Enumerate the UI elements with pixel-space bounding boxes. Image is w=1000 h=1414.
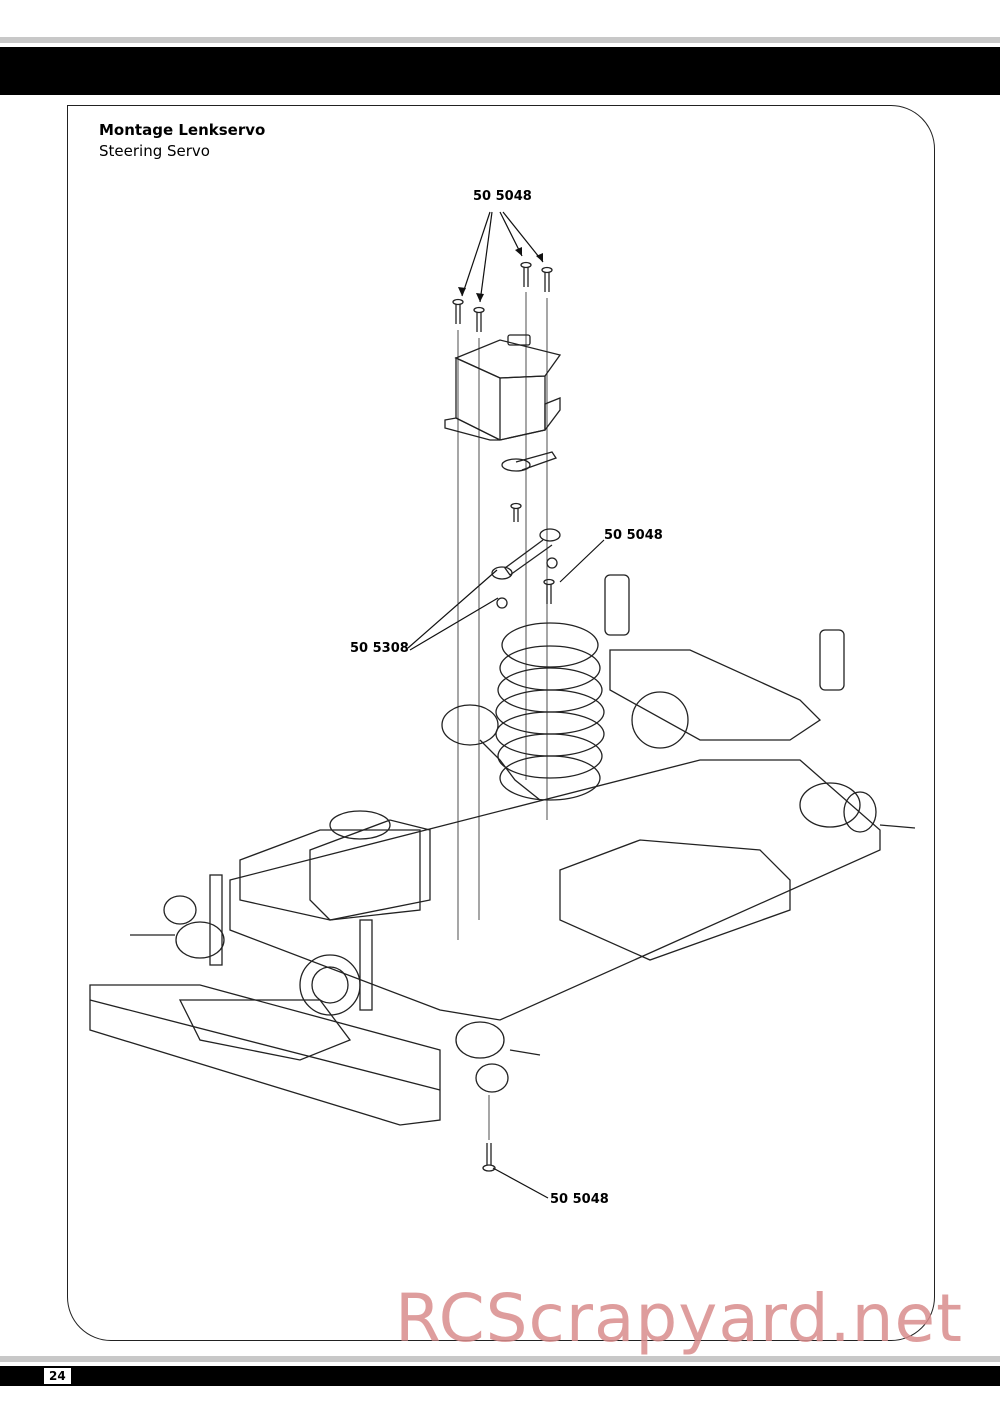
leader-arrowheads [458,247,543,302]
callout-screw-bottom: 50 5048 [550,1192,609,1207]
callout-balls: 50 5308 [350,641,409,656]
section-title-german: Montage Lenkservo [99,121,266,139]
screw-bottom [482,1095,496,1172]
header-black-bar [0,47,1000,95]
front-suspension [130,874,541,1093]
callout-screw-right: 50 5048 [604,528,663,543]
content-frame [67,105,935,1341]
radio-boxes [309,819,791,961]
watermark-text: RCScrapyard.net [395,1280,963,1357]
servo-horn [501,451,558,522]
footer-black-bar [0,1366,1000,1386]
assembly-guide-lines [457,292,548,940]
rear-suspension [604,574,916,833]
callout-leaders [407,211,605,1199]
section-title-english: Steering Servo [99,142,210,160]
fuel-tank [239,810,421,921]
screw-set-top [452,261,553,332]
header-gray-rule [0,37,1000,43]
chassis-plate [89,759,881,1126]
steering-servo [444,334,562,441]
footer-gray-rule [0,1356,1000,1362]
callout-screws-top: 50 5048 [473,189,532,204]
engine [441,622,605,801]
page-number: 24 [44,1368,71,1384]
exploded-view-drawing [89,211,916,1199]
